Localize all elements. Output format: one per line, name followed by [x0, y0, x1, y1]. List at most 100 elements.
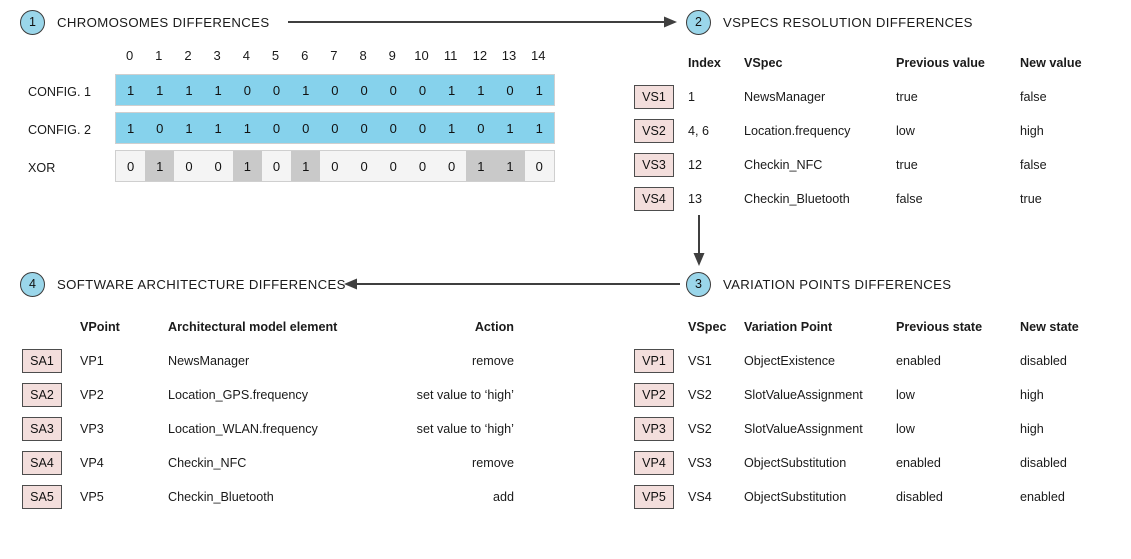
table-cell: disabled — [896, 490, 943, 504]
chromosome-index-label: 13 — [501, 48, 517, 63]
sa-tag-badge: SA1 — [22, 349, 62, 373]
table-cell: false — [1020, 158, 1047, 172]
chromosome-bit-cell: 0 — [389, 158, 397, 174]
chromosome-bit-cell: 1 — [214, 82, 222, 98]
chromosome-index-label: 10 — [414, 48, 429, 63]
section-3-title: VARIATION POINTS DIFFERENCES — [723, 277, 952, 292]
sa-tag-badge: SA3 — [22, 417, 62, 441]
vpoint-tag-badge: VP4 — [634, 451, 674, 475]
section-1-title: CHROMOSOMES DIFFERENCES — [57, 15, 270, 30]
chromosome-bit-cell: 0 — [272, 158, 281, 174]
vpoint-tag-badge: VP2 — [634, 383, 674, 407]
table-cell: SlotValueAssignment — [744, 388, 863, 402]
vspec-tag-badge: VS3 — [634, 153, 674, 177]
table-cell: enabled — [896, 354, 941, 368]
chromosome-index-label: 14 — [530, 48, 546, 63]
chromosome-row-label: XOR — [28, 161, 56, 175]
column-header: New value — [1020, 56, 1082, 70]
table-cell: VP2 — [80, 388, 104, 402]
chromosome-index-label: 5 — [271, 48, 280, 63]
table-cell: VS2 — [688, 388, 712, 402]
table-cell: add — [492, 490, 514, 504]
vspec-tag-badge: VS2 — [634, 119, 674, 143]
table-cell: Location_GPS.frequency — [168, 388, 309, 402]
chromosome-bit-cell: 0 — [360, 82, 368, 98]
table-cell: VP3 — [80, 422, 104, 436]
chromosome-index-label: 12 — [472, 48, 488, 63]
table-cell: low — [896, 388, 915, 402]
chromosome-index-label: 6 — [301, 48, 309, 63]
table-cell: low — [896, 422, 915, 436]
column-header: VSpec — [688, 320, 727, 334]
table-cell: false — [1020, 90, 1047, 104]
section-4-number-badge: 4 — [20, 272, 45, 297]
section-2-header: 2 VSPECS RESOLUTION DIFFERENCES — [686, 10, 973, 35]
chromosome-bit-cell: 1 — [232, 151, 262, 181]
table-cell: 1 — [688, 90, 696, 104]
chromosome-bit-cell: 0 — [506, 82, 514, 98]
chromosome-row-label: CONFIG. 2 — [28, 123, 91, 137]
column-header: VPoint — [80, 320, 120, 334]
table-cell: enabled — [1020, 490, 1065, 504]
column-header: Index — [688, 56, 721, 70]
chromosome-index-label: 11 — [443, 48, 458, 63]
section-2-title: VSPECS RESOLUTION DIFFERENCES — [723, 15, 973, 30]
column-header: Action — [474, 320, 514, 334]
table-cell: ObjectSubstitution — [744, 490, 847, 504]
chromosome-bit-cell: 0 — [418, 82, 427, 98]
chromosome-bit-cell: 1 — [145, 151, 175, 181]
chromosome-bit-cell: 1 — [185, 82, 193, 98]
arrow-section1-to-section2 — [288, 15, 678, 29]
chromosome-bit-cell: 1 — [535, 82, 543, 98]
table-header-row: VPoint Architectural model element Action — [22, 310, 522, 344]
table-cell: 13 — [688, 192, 703, 206]
sa-tag-badge: SA2 — [22, 383, 62, 407]
chromosome-index-label: 1 — [155, 48, 163, 63]
chromosome-index-label: 9 — [388, 48, 396, 63]
chromosome-bit-cell: 0 — [214, 158, 222, 174]
table-cell: VS4 — [688, 490, 712, 504]
sa-tag-badge: SA4 — [22, 451, 62, 475]
chromosome-bit-cell: 1 — [448, 82, 456, 98]
table-cell: NewsManager — [744, 90, 826, 104]
table-cell: false — [896, 192, 923, 206]
chromosome-bit-cell: 0 — [477, 120, 485, 136]
table-cell: disabled — [1020, 456, 1067, 470]
section-1-number-badge: 1 — [20, 10, 45, 35]
table-cell: Checkin_NFC — [168, 456, 247, 470]
chromosome-row-label: CONFIG. 1 — [28, 85, 91, 99]
chromosome-bit-cell: 1 — [156, 82, 164, 98]
chromosome-bit-cell: 0 — [272, 82, 281, 98]
chromosome-bit-cell: 0 — [126, 158, 135, 174]
chromosome-bit-cell: 0 — [389, 82, 397, 98]
chromosome-bit-cell: 0 — [418, 120, 427, 136]
chromosome-bit-cell: 1 — [466, 151, 496, 181]
chromosome-bit-cell: 0 — [535, 158, 543, 174]
table-cell: set value to ‘high’ — [416, 422, 514, 436]
column-header: VSpec — [744, 56, 783, 70]
table-cell: VP5 — [80, 490, 104, 504]
chromosome-bit-cell: 1 — [126, 82, 135, 98]
chromosome-bit-cell: 0 — [185, 158, 193, 174]
arrow-head-left-icon — [344, 278, 357, 290]
table-cell: true — [1020, 192, 1042, 206]
table-cell: set value to ‘high’ — [416, 388, 514, 402]
chromosome-bit-cell: 0 — [302, 120, 310, 136]
chromosome-bit-cell: 0 — [331, 82, 339, 98]
chromosome-index-label: 3 — [213, 48, 221, 63]
table-cell: VS3 — [688, 456, 712, 470]
chromosome-index-label: 7 — [330, 48, 338, 63]
table-cell: VP1 — [80, 354, 104, 368]
column-header: Architectural model element — [168, 320, 338, 334]
vpoint-tag-badge: VP5 — [634, 485, 674, 509]
table-cell: Checkin_Bluetooth — [168, 490, 274, 504]
